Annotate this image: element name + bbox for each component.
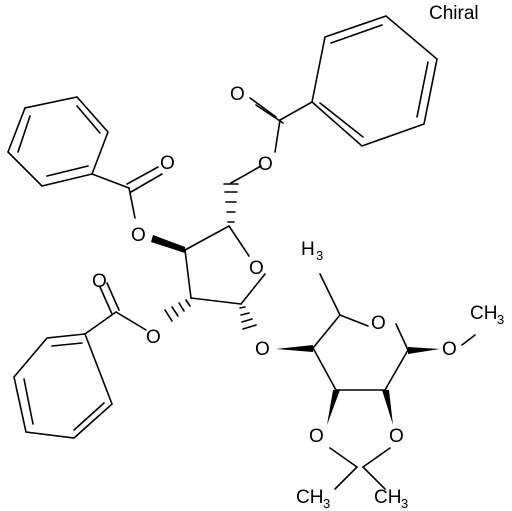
atom-o-pyranose-ring: O <box>371 313 386 334</box>
wedge-c2-o-dioxolane <box>382 390 393 425</box>
atom-o-ester-bottom: O <box>146 327 161 348</box>
atom-methoxy-sub: 3 <box>497 312 504 327</box>
atom-acetonide-ch3-left: CH <box>296 487 323 508</box>
hash-bond-c2-o <box>164 299 191 322</box>
hash-bond-c1-o <box>239 306 257 330</box>
atom-o-carbonyl-top: O <box>230 84 245 105</box>
atom-o-carbonyl-left: O <box>160 153 175 174</box>
wedge-c3-o <box>151 235 185 253</box>
benzoyl-ring-bottom <box>13 333 113 439</box>
bond-c-ring <box>279 101 313 121</box>
bond-o-ch2 <box>230 165 262 184</box>
bond-carbonyl-top <box>249 97 277 118</box>
chiral-flag: Chiral <box>429 3 479 24</box>
bond-c-o-ester-top <box>274 119 281 153</box>
atom-acetonide-sub-left: 3 <box>323 496 330 511</box>
wedge-c3-o-dioxolane <box>327 390 340 425</box>
bond-c5-methyl <box>319 273 341 316</box>
atom-o-ester-top: O <box>258 154 273 175</box>
hash-bond-c4-ch2 <box>223 183 239 223</box>
atom-o-dioxolane-right: O <box>389 426 404 447</box>
benzoyl-ring-left <box>7 96 109 187</box>
atom-o-furanose-ring: O <box>249 258 264 279</box>
atom-acetonide-sub-right: 3 <box>401 496 408 511</box>
atom-acetonide-ch3-right: CH <box>374 487 401 508</box>
atom-o-carbonyl-bottom: O <box>92 271 107 292</box>
bond-carbonyl-bottom <box>99 286 113 315</box>
atom-o-ester-left: O <box>131 225 146 246</box>
wedge-c1-ome <box>408 347 440 354</box>
pyranose-ring <box>312 314 409 391</box>
atom-methyl-h: H <box>301 239 315 260</box>
atom-methyl-sub: 3 <box>316 248 323 263</box>
atom-o-glycosidic: O <box>255 339 270 360</box>
bond-carbonyl-left <box>126 166 159 185</box>
furanose-ring <box>184 225 266 305</box>
benzoyl-ring-top <box>311 15 438 147</box>
atom-o-methoxy: O <box>442 339 457 360</box>
atom-o-dioxolane-left: O <box>309 426 324 447</box>
wedge-o-pyranose <box>276 345 313 352</box>
atom-methoxy-ch: CH <box>470 303 497 324</box>
